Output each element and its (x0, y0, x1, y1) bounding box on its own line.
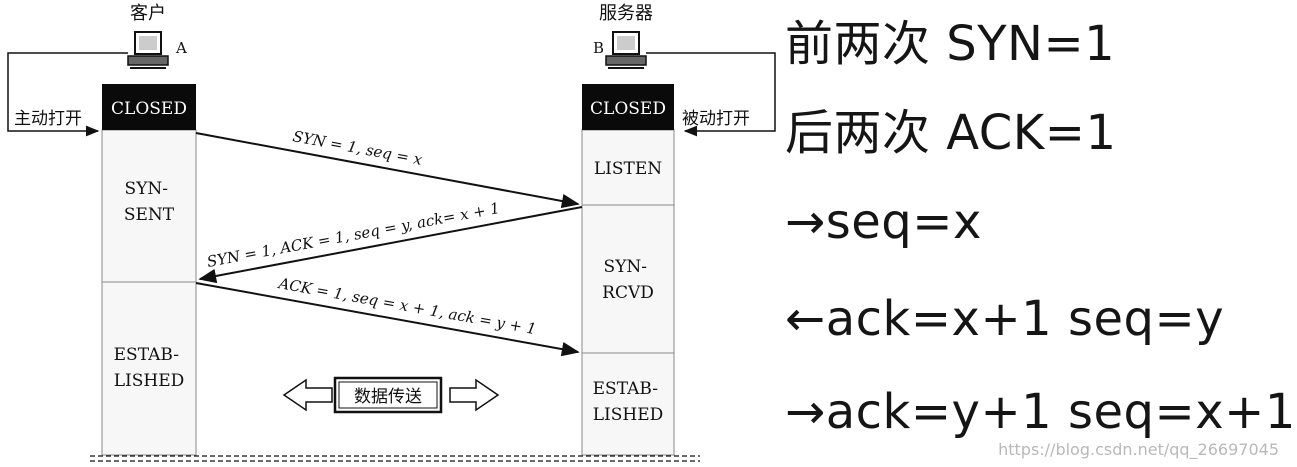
handshake-notes: 前两次 SYN=1 后两次 ACK=1 →seq=x ←ack=x+1 seq=… (785, 8, 1295, 463)
message-label-3: ACK = 1, seq = x + 1, ack = y + 1 (275, 274, 537, 338)
client-open-label: 主动打开 (14, 109, 82, 129)
client-open-loop (7, 52, 128, 137)
note-line-2: 后两次 ACK=1 (785, 105, 1117, 161)
message-arrow-3 (195, 282, 580, 357)
client-state-syn-sent: SYN- SENT (124, 179, 175, 225)
client-computer-icon (127, 31, 169, 69)
note-line-5: →ack=y+1 seq=x+1 (785, 384, 1296, 440)
watermark: https://blog.csdn.net/qq_26697045 (998, 440, 1279, 459)
message-label-2: SYN = 1, ACK = 1, seq = y, ack= x + 1 (205, 199, 501, 271)
server-state-established: ESTAB- LISHED (593, 379, 664, 425)
server-title: 服务器 (599, 3, 653, 24)
server-state-closed-label: CLOSED (590, 99, 666, 119)
note-line-4: ←ack=x+1 seq=y (785, 291, 1225, 347)
client-host-label: A (175, 39, 187, 57)
client-state-established: ESTAB- LISHED (114, 345, 185, 391)
server-state-closed (582, 84, 674, 130)
message-arrow-2 (198, 206, 583, 284)
server-timeline (581, 129, 675, 456)
server-open-loop (646, 52, 776, 137)
server-open-label: 被动打开 (682, 109, 750, 129)
client-title: 客户 (130, 3, 166, 24)
message-arrow-1 (195, 132, 580, 209)
server-state-listen: LISTEN (594, 159, 662, 179)
server-host-label: B (593, 39, 604, 57)
client-timeline (101, 129, 197, 456)
client-state-closed-label: CLOSED (111, 99, 187, 119)
note-line-1: 前两次 SYN=1 (785, 16, 1116, 72)
client-state-closed (102, 84, 196, 130)
note-line-3: →seq=x (785, 194, 982, 250)
server-computer-icon (605, 31, 647, 69)
data-transfer-double-arrow (282, 376, 500, 414)
data-transfer-label: 数据传送 (354, 387, 422, 407)
server-state-syn-rcvd: SYN- RCVD (602, 257, 654, 303)
